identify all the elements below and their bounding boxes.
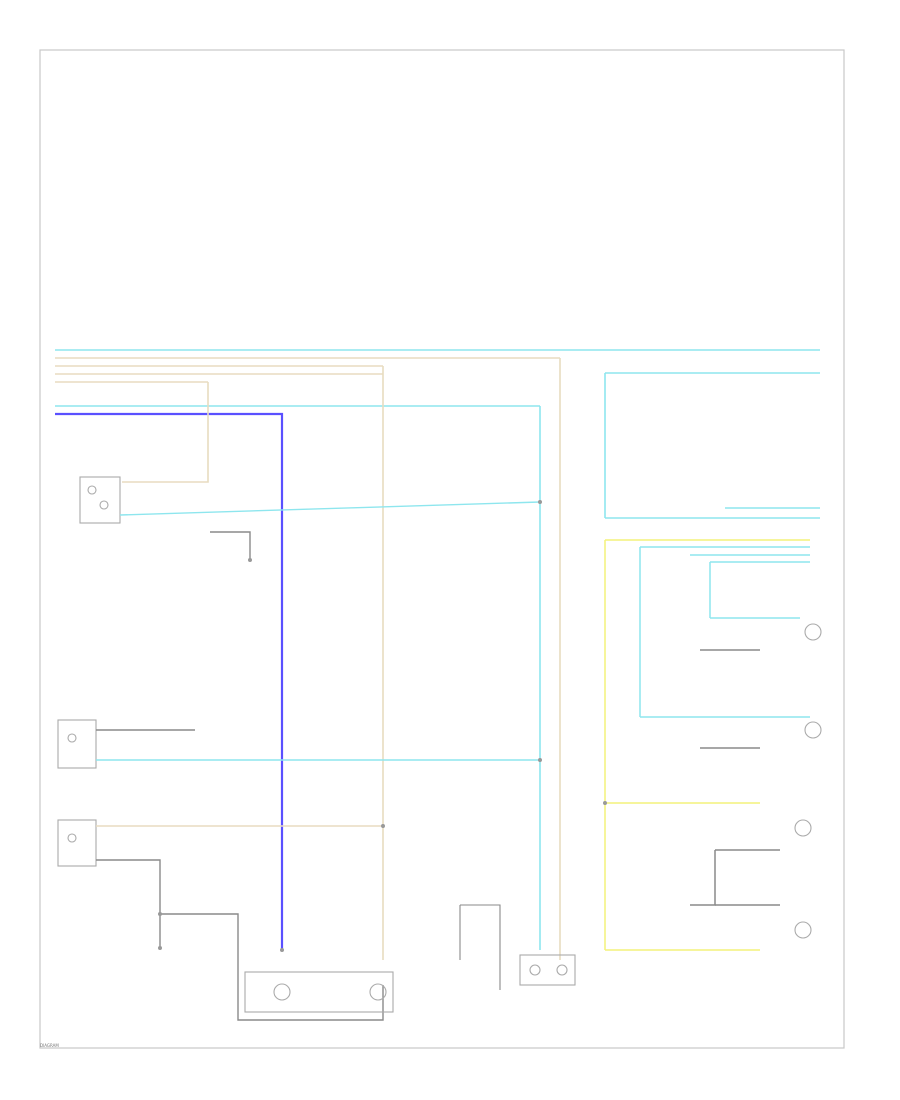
rear-bulb-2 — [556, 964, 568, 976]
turn-bulb — [273, 983, 291, 1001]
splice-points — [158, 500, 607, 952]
wire-blk-rear-2 — [160, 913, 384, 1021]
switch-contact-1 — [87, 485, 97, 495]
indicator-lamp-1 — [804, 623, 822, 641]
position-bulb — [369, 983, 387, 1001]
left-components — [57, 476, 121, 867]
wire-blk-ground-1 — [210, 531, 251, 560]
turn-lamp-right-1 — [794, 819, 812, 837]
splice-6 — [280, 948, 284, 952]
splice-3 — [381, 824, 385, 828]
wire-blk-rear — [96, 859, 161, 948]
splice-4 — [603, 801, 607, 805]
splice-5 — [158, 912, 162, 916]
diagram-frame — [39, 49, 845, 1049]
wire-blk-ground-3 — [460, 904, 501, 990]
switch-contact-4 — [67, 833, 77, 843]
front-turn-lamp-assembly — [244, 971, 394, 1013]
rear-bulb-1 — [529, 964, 541, 976]
right-circuit — [604, 539, 810, 951]
splice-2 — [538, 758, 542, 762]
bottom-lamps — [244, 904, 576, 1013]
switch-contact-2 — [99, 500, 109, 510]
switch-contact-3 — [67, 733, 77, 743]
wire-blk-r4 — [690, 850, 716, 906]
splice-7 — [248, 558, 252, 562]
wire-lt-blu-switch-1 — [119, 501, 541, 516]
rear-combination-lamp — [519, 954, 576, 986]
right-indicators — [794, 623, 822, 939]
rear-brake-switch — [57, 819, 97, 867]
left-component-wires — [96, 501, 541, 1021]
indicator-lamp-2 — [804, 721, 822, 739]
top-harness-wires — [55, 349, 820, 960]
front-brake-switch — [79, 476, 121, 524]
diagram-footer-code: DIAGRAM — [40, 1043, 59, 1048]
wire-brn-wht-to-switch — [122, 382, 209, 483]
splice-8 — [158, 946, 162, 950]
turn-lamp-right-2 — [794, 921, 812, 939]
front-side-turn-signal-switch — [57, 719, 97, 769]
wire-blu — [55, 412, 284, 950]
splice-1 — [538, 500, 542, 504]
